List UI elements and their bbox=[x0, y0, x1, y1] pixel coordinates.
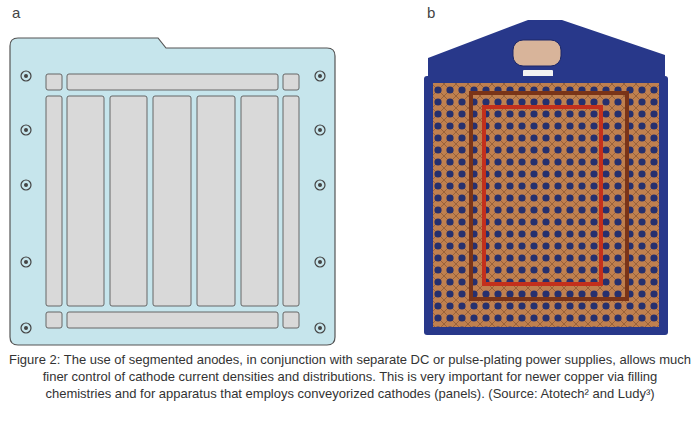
board-frame bbox=[424, 76, 668, 335]
inner-segment-border bbox=[484, 107, 601, 284]
anode-photo bbox=[424, 20, 668, 335]
hanger-frame bbox=[428, 20, 665, 80]
panel-letter: a bbox=[12, 4, 20, 22]
outer-segment-border bbox=[471, 93, 627, 299]
handle-hole bbox=[513, 40, 561, 66]
figure-caption: Figure 2: The use of segmented anodes, i… bbox=[8, 351, 692, 402]
panel-letter: b bbox=[427, 4, 435, 22]
copper-mesh bbox=[433, 83, 659, 327]
segmented-anode-plate bbox=[10, 38, 335, 345]
anode-segments bbox=[46, 74, 299, 328]
bolt-holes bbox=[21, 71, 325, 333]
